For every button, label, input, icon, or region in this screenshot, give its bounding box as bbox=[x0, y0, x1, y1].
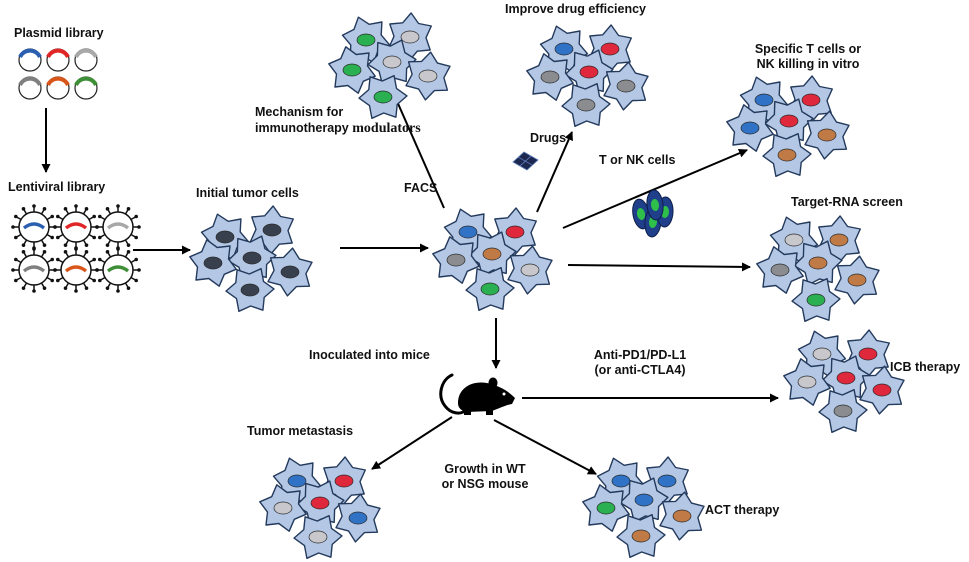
icb-cell-cluster bbox=[783, 329, 905, 433]
mechanism-label-line1: Mechanism for bbox=[255, 105, 344, 119]
anti-pd1-line1: Anti-PD1/PD-L1 bbox=[593, 348, 687, 362]
drug-icon bbox=[512, 151, 539, 171]
tumor-cell bbox=[227, 235, 277, 281]
tumor-cell bbox=[582, 484, 630, 532]
plasmid-icon bbox=[46, 48, 70, 72]
growth-line1: Growth in WT bbox=[444, 462, 526, 476]
specific-line2: NK killing in vitro bbox=[756, 57, 860, 71]
tumor-cell bbox=[358, 74, 408, 120]
tumor-cell bbox=[791, 278, 841, 322]
arrow-to-target-rna bbox=[567, 262, 751, 272]
tumor-cell bbox=[804, 110, 850, 160]
tumor-cell bbox=[465, 267, 515, 311]
plasmid-icon bbox=[18, 48, 42, 72]
arrow-to-act bbox=[493, 419, 597, 475]
tumor-cell bbox=[659, 491, 705, 541]
act-cell-cluster bbox=[582, 456, 705, 558]
tumor-cell bbox=[821, 355, 871, 401]
tumor-cell bbox=[526, 53, 574, 101]
tumor-cell bbox=[616, 514, 666, 558]
tumor-cell bbox=[756, 246, 804, 294]
plasmid-library-label: Plasmid library bbox=[14, 26, 104, 40]
lentivirus-icon bbox=[11, 247, 57, 293]
lentivirus-icon bbox=[53, 247, 99, 293]
drug-efficiency-cell-cluster bbox=[526, 24, 649, 128]
lentivirus-icon bbox=[53, 204, 99, 250]
inoculated-into-mice-label: Inoculated into mice bbox=[309, 348, 430, 362]
initial-tumor-cells-label: Initial tumor cells bbox=[196, 186, 299, 200]
arrow-to-specific-killing bbox=[562, 148, 748, 229]
tumor-cell bbox=[726, 104, 774, 152]
tumor-cell bbox=[267, 247, 313, 297]
tumor-cell bbox=[335, 493, 381, 543]
plasmid-icon bbox=[18, 76, 42, 100]
tumor-cell bbox=[859, 365, 905, 415]
tumor-cell bbox=[762, 132, 812, 178]
tumor-cell bbox=[783, 358, 831, 406]
tumor-cell bbox=[367, 39, 417, 85]
mechanism-cell-cluster bbox=[328, 12, 451, 120]
icb-therapy-label: ICB therapy bbox=[890, 360, 961, 374]
plasmid-icon bbox=[74, 48, 98, 72]
arrows bbox=[41, 73, 779, 475]
specific-killing-cell-cluster bbox=[726, 75, 850, 178]
cell-clusters bbox=[189, 12, 905, 559]
growth-line2: or NSG mouse bbox=[441, 477, 529, 491]
tumor-cell bbox=[603, 61, 649, 111]
mechanism-line2-b: modulators bbox=[352, 121, 421, 136]
mechanism-label-line2: immunotherapy modulators bbox=[255, 121, 421, 136]
tumor-cell bbox=[507, 245, 553, 295]
metastasis-cell-cluster bbox=[259, 456, 381, 559]
anti-pd1-label: Anti-PD1/PD-L1(or anti-CTLA4) bbox=[580, 348, 700, 378]
anti-pd1-line2: (or anti-CTLA4) bbox=[594, 363, 686, 377]
target-rna-cell-cluster bbox=[756, 215, 880, 322]
facs-cell-cluster bbox=[432, 207, 553, 311]
tumor-cell bbox=[834, 255, 880, 305]
t-or-nk-cells-label: T or NK cells bbox=[599, 153, 676, 167]
lentivirus-icon bbox=[11, 204, 57, 250]
plasmid-icon bbox=[74, 76, 98, 100]
tumor-cell bbox=[293, 515, 343, 559]
initial-tumor-cell-cluster bbox=[189, 205, 313, 312]
icons bbox=[439, 151, 674, 415]
tumor-cell bbox=[189, 239, 237, 287]
target-rna-screen-label: Target-RNA screen bbox=[791, 195, 903, 209]
facs-label: FACS bbox=[404, 181, 438, 195]
lentiviral-library-graphic bbox=[11, 204, 141, 293]
act-therapy-label: ACT therapy bbox=[705, 503, 780, 517]
tumor-metastasis-label: Tumor metastasis bbox=[247, 424, 354, 438]
plasmid-library-graphic bbox=[18, 48, 98, 100]
arrow-to-metastasis bbox=[371, 416, 453, 470]
tumor-cell bbox=[432, 236, 480, 284]
tumor-cell bbox=[405, 51, 451, 101]
tumor-cell bbox=[561, 82, 611, 128]
improve-drug-efficiency-label: Improve drug efficiency bbox=[505, 2, 647, 16]
mouse-icon bbox=[439, 373, 515, 415]
tumor-cell bbox=[818, 389, 868, 433]
tumor-cell bbox=[793, 240, 843, 286]
lentiviral-library-label: Lentiviral library bbox=[8, 180, 106, 194]
tumor-cell bbox=[328, 46, 376, 94]
specific-line1: Specific T cells or bbox=[754, 42, 862, 56]
tumor-cell bbox=[295, 480, 345, 526]
lentivirus-icon bbox=[95, 247, 141, 293]
tumor-cell bbox=[259, 484, 307, 532]
tumor-cell bbox=[225, 268, 275, 312]
mechanism-line2-a: immunotherapy bbox=[255, 121, 353, 135]
plasmid-icon bbox=[46, 76, 70, 100]
arrow-to-drug-efficiency bbox=[536, 131, 573, 213]
t-nk-cells-icon bbox=[632, 189, 674, 238]
drugs-label: Drugs bbox=[530, 131, 567, 145]
lentivirus-icon bbox=[95, 204, 141, 250]
